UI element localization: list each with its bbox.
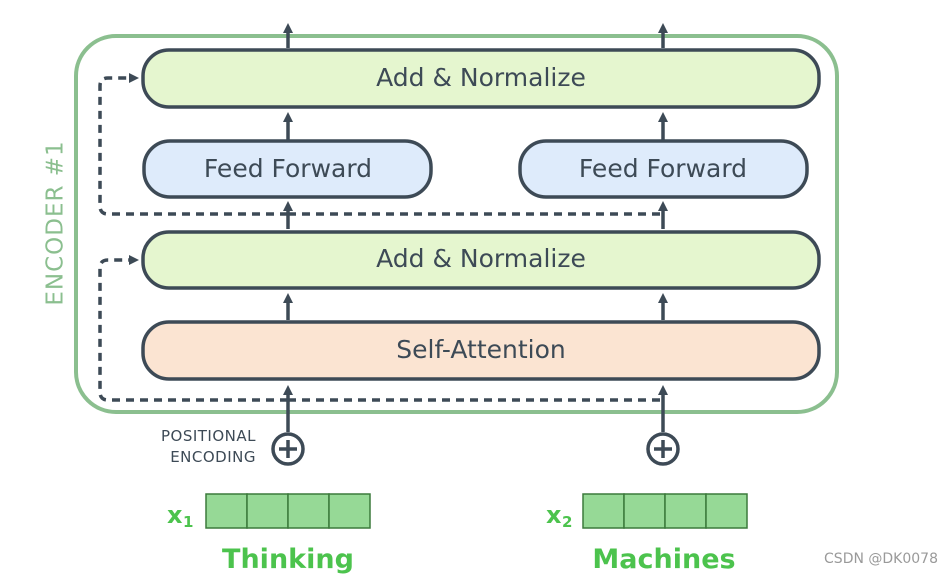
feed-forward-left-label: Feed Forward xyxy=(204,154,372,183)
self-attention-label: Self-Attention xyxy=(396,335,565,364)
residual-connection-top xyxy=(98,73,288,216)
add-normalize-top-box xyxy=(141,48,821,109)
input-2-vector xyxy=(582,493,748,529)
plus-circle-icon xyxy=(271,432,305,466)
add-normalize-top-label: Add & Normalize xyxy=(376,63,586,92)
input-2-subscript: 2 xyxy=(562,513,572,531)
input-2-word: Machines xyxy=(592,544,735,574)
input-1-var: x xyxy=(167,501,183,529)
input-2-var: x xyxy=(546,501,562,529)
feed-forward-left-box xyxy=(142,139,433,199)
feed-forward-right-box xyxy=(518,139,809,199)
positional-encoding-label-line1: POSITIONAL xyxy=(161,427,256,445)
residual-connection-bottom xyxy=(98,255,288,402)
encoder-label: ENCODER #1 xyxy=(43,140,69,305)
watermark: CSDN @DK0078 xyxy=(824,551,938,567)
add-normalize-bottom-label: Add & Normalize xyxy=(376,244,586,273)
feed-forward-right-label: Feed Forward xyxy=(579,154,747,183)
positional-encoding-label-line2: ENCODING xyxy=(170,448,256,466)
input-1-subscript: 1 xyxy=(183,513,193,531)
input-1-vector xyxy=(205,493,371,529)
encoder-container xyxy=(74,34,839,414)
self-attention-box xyxy=(141,320,821,381)
add-normalize-bottom-box xyxy=(141,230,821,290)
input-1-word: Thinking xyxy=(222,544,354,574)
plus-circle-icon xyxy=(646,432,680,466)
